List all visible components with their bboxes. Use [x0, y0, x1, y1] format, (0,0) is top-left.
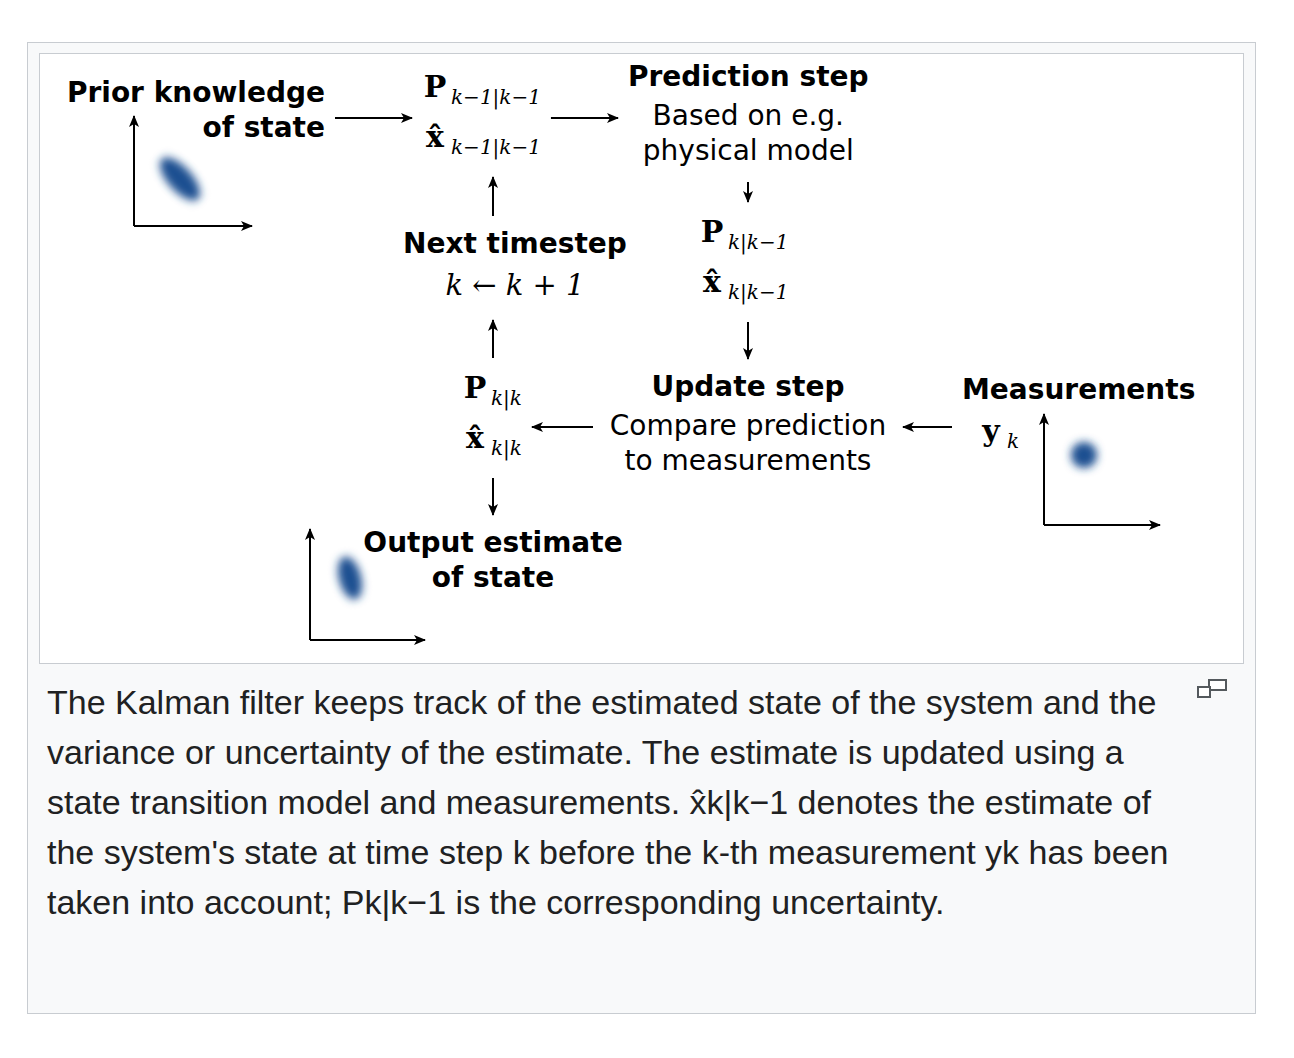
connectors [335, 118, 952, 515]
axis-line [310, 639, 425, 641]
text-line: Output estimate of state [358, 525, 628, 599]
label-text: Next timestep [403, 227, 627, 260]
math-symbol: x̂ [699, 262, 725, 302]
text-node: Next timestep k ← k + 1 [399, 222, 631, 314]
axis-line [133, 116, 135, 226]
subscript: k|k−1 [728, 280, 788, 304]
enlarge-icon [1198, 680, 1226, 697]
axis-line [309, 529, 311, 640]
axis-line [1043, 414, 1045, 525]
subscript: k−1|k−1 [451, 85, 541, 109]
text-node: Update stepCompare prediction to measure… [599, 365, 897, 486]
axis-line [1044, 524, 1160, 526]
icon-rect [1209, 680, 1226, 690]
text-line: Pk−1|k−1 [422, 67, 541, 117]
label-text: Measurements [962, 373, 1195, 406]
math-symbol: y [978, 411, 1004, 451]
flow-arrow [492, 478, 494, 515]
figure-caption: The Kalman filter keeps track of the est… [47, 677, 1187, 927]
text-node: Pk−1|k−1x̂k−1|k−1 [418, 63, 545, 171]
text-line: Next timestep [403, 226, 627, 265]
flow-arrow [903, 426, 952, 428]
text-line: Pk|k [462, 368, 522, 418]
text-line: Prior knowledge of state [50, 75, 325, 149]
subscript: k|k−1 [728, 230, 788, 254]
text-line: Measurements [962, 372, 1195, 411]
flow-arrow [532, 426, 593, 428]
image-frame [40, 54, 1244, 664]
subscript: k [1007, 429, 1019, 453]
text-line: Based on e.g. physical model [628, 98, 869, 172]
text-node: Pk|k−1x̂k|k−1 [695, 208, 792, 316]
subscript: k−1|k−1 [451, 135, 541, 159]
text-line: x̂k|k−1 [699, 262, 788, 312]
icon-rect [1198, 687, 1210, 697]
text-line: yk [962, 411, 1195, 461]
flow-arrow [335, 117, 412, 119]
math-symbol: x̂ [462, 418, 488, 458]
text-line: Pk|k−1 [699, 212, 788, 262]
math-symbol: P [462, 368, 488, 408]
text-line: Prediction step [628, 59, 869, 98]
text-node: Pk|kx̂k|k [458, 364, 526, 472]
gaussian-blob [1071, 442, 1097, 468]
label-text: k ← k + 1 [445, 268, 584, 302]
label-text: Based on e.g. physical model [637, 98, 859, 168]
subscript: k|k [491, 386, 522, 410]
label-text: Prediction step [628, 60, 869, 93]
flow-arrow [492, 177, 494, 216]
text-line: Update step [603, 369, 893, 408]
text-node: Output estimate of state [354, 521, 632, 603]
label-text: Prior knowledge of state [50, 75, 325, 145]
gaussian-blob [153, 151, 207, 207]
text-line: x̂k−1|k−1 [422, 117, 541, 167]
flow-arrow [747, 322, 749, 359]
math-symbol: P [699, 212, 725, 252]
label-text: Output estimate of state [358, 525, 628, 595]
thumb-frame [28, 43, 1256, 1014]
text-node: Prediction stepBased on e.g. physical mo… [624, 55, 873, 176]
subscript: k|k [491, 436, 522, 460]
text-node: Prior knowledge of state [46, 71, 329, 153]
math-symbol: P [422, 67, 448, 107]
label-text: Compare prediction to measurements [603, 408, 893, 478]
text-line: x̂k|k [462, 418, 522, 468]
text-node: Measurements yk [958, 368, 1199, 465]
gaussian-blob [334, 554, 367, 602]
flow-arrow [551, 117, 618, 119]
text-line: Compare prediction to measurements [603, 408, 893, 482]
text-line: k ← k + 1 [403, 265, 627, 310]
flow-arrow [747, 182, 749, 202]
flow-arrow [492, 320, 494, 358]
math-symbol: x̂ [422, 117, 448, 157]
label-text: Update step [652, 370, 845, 403]
axis-line [134, 225, 252, 227]
